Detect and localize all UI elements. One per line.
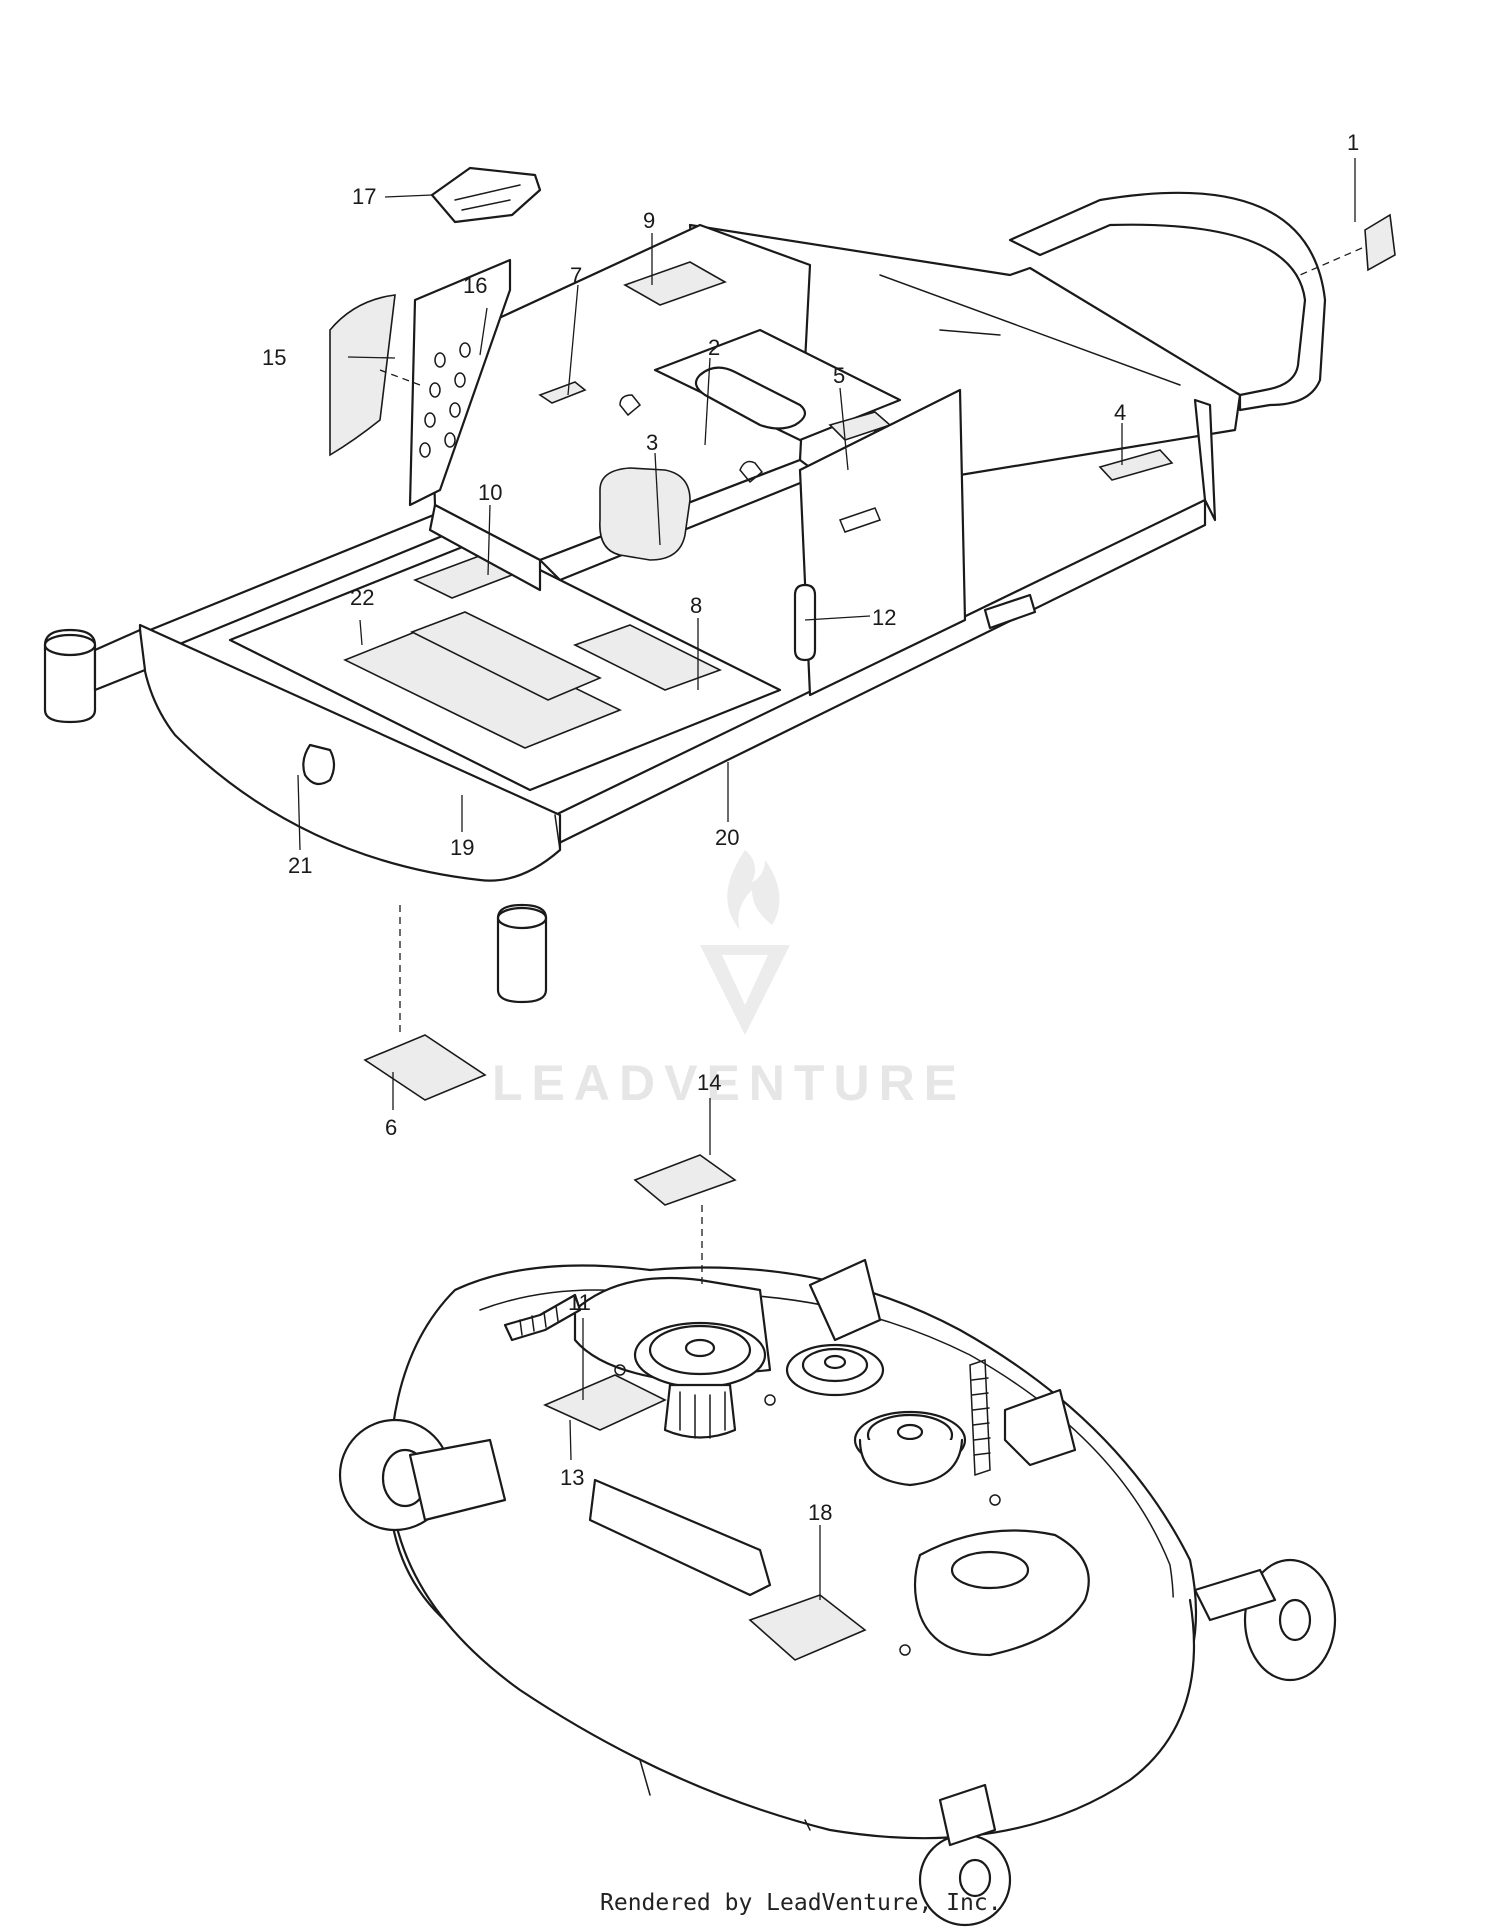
mower-frame	[43, 166, 1396, 1004]
callout-5: 5	[833, 363, 845, 388]
callout-19: 19	[450, 835, 474, 860]
callout-22: 22	[350, 585, 374, 610]
callout-13: 13	[560, 1465, 584, 1490]
callout-6: 6	[385, 1115, 397, 1140]
leader-lines	[297, 158, 1363, 1600]
callout-labels: 1 2 3 4 5 6 7 8 9 10 11 12 13 14 15 16 1…	[262, 130, 1359, 1525]
leadventure-logo-icon	[700, 850, 790, 1035]
callout-7: 7	[570, 263, 582, 288]
footer-credit: Rendered by LeadVenture, Inc.	[600, 1890, 1002, 1916]
decal-6	[363, 1034, 487, 1101]
callout-18: 18	[808, 1500, 832, 1525]
callout-16: 16	[463, 273, 487, 298]
callout-17: 17	[352, 184, 376, 209]
callout-2: 2	[708, 335, 720, 360]
callout-11: 11	[568, 1290, 591, 1315]
callout-20: 20	[715, 825, 739, 850]
mower-deck	[338, 1258, 1337, 1927]
callout-4: 4	[1114, 400, 1126, 425]
callout-21: 21	[288, 853, 312, 878]
callout-12: 12	[872, 605, 896, 630]
callout-15: 15	[262, 345, 286, 370]
callout-8: 8	[690, 593, 702, 618]
callout-1: 1	[1347, 130, 1359, 155]
callout-14: 14	[697, 1070, 721, 1095]
decal-14	[633, 1154, 737, 1206]
callout-10: 10	[478, 480, 502, 505]
watermark-text: LEADVENTURE	[492, 1055, 966, 1111]
mounting-bracket-holes	[419, 342, 471, 458]
callout-3: 3	[646, 430, 658, 455]
callout-9: 9	[643, 208, 655, 233]
